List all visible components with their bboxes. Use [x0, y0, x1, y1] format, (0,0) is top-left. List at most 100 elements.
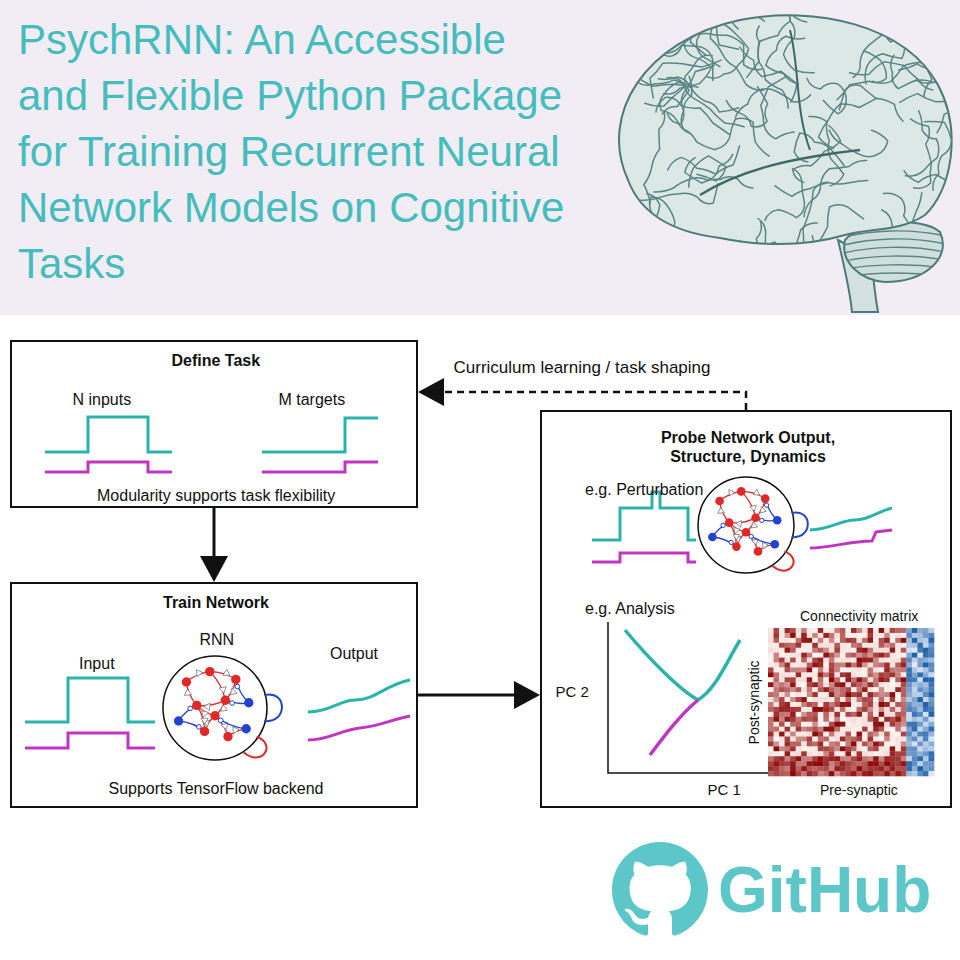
matrix-cell	[823, 643, 829, 648]
matrix-cell	[884, 628, 890, 633]
matrix-cell	[890, 741, 896, 746]
brain-fold	[660, 82, 698, 133]
matrix-cell	[829, 712, 835, 717]
matrix-cell	[834, 628, 840, 633]
input-signal	[25, 678, 155, 722]
matrix-cell	[807, 746, 813, 751]
matrix-cell	[873, 638, 879, 643]
matrix-cell	[812, 667, 818, 672]
example-label: e.g. Analysis	[585, 599, 675, 618]
synapse-end	[750, 505, 757, 511]
matrix-cell	[785, 658, 791, 663]
matrix-cell	[868, 722, 874, 727]
matrix-cell	[906, 682, 912, 687]
matrix-cell	[812, 663, 818, 668]
matrix-cell	[912, 677, 918, 682]
matrix-cell	[857, 638, 863, 643]
matrix-cell	[862, 746, 868, 751]
matrix-cell	[840, 717, 846, 722]
matrix-cell	[768, 663, 774, 668]
matrix-cell	[840, 667, 846, 672]
matrix-cell	[906, 727, 912, 732]
matrix-cell	[873, 771, 879, 776]
matrix-cell	[879, 702, 885, 707]
matrix-cell	[840, 712, 846, 717]
matrix-cell	[796, 692, 802, 697]
matrix-cell	[823, 712, 829, 717]
matrix-cell	[906, 707, 912, 712]
matrix-cell	[906, 771, 912, 776]
matrix-cell	[873, 663, 879, 668]
matrix-cell	[812, 687, 818, 692]
matrix-cell	[912, 663, 918, 668]
matrix-cell	[879, 672, 885, 677]
matrix-cell	[796, 663, 802, 668]
matrix-cell	[801, 628, 807, 633]
matrix-cell	[768, 648, 774, 653]
matrix-cell	[873, 687, 879, 692]
matrix-cell	[774, 682, 780, 687]
matrix-cell	[801, 697, 807, 702]
matrix-cell	[774, 712, 780, 717]
matrix-cell	[912, 638, 918, 643]
matrix-cell	[790, 766, 796, 771]
matrix-cell	[796, 771, 802, 776]
matrix-cell	[823, 737, 829, 742]
matrix-cell	[823, 741, 829, 746]
matrix-cell	[873, 761, 879, 766]
matrix-cell	[857, 766, 863, 771]
matrix-cell	[851, 746, 857, 751]
matrix-cell	[862, 663, 868, 668]
matrix-cell	[774, 633, 780, 638]
neuron	[182, 677, 191, 686]
matrix-cell	[906, 643, 912, 648]
brain-fold	[644, 113, 665, 204]
matrix-cell	[785, 682, 791, 687]
matrix-cell	[829, 751, 835, 756]
matrix-cell	[912, 687, 918, 692]
matrix-cell	[906, 638, 912, 643]
matrix-cell	[774, 727, 780, 732]
matrix-cell	[801, 751, 807, 756]
matrix-cell	[884, 697, 890, 702]
matrix-cell	[807, 633, 813, 638]
cerebellum-fold	[840, 256, 945, 262]
matrix-cell	[845, 717, 851, 722]
matrix-cell	[879, 761, 885, 766]
matrix-cell	[796, 751, 802, 756]
matrix-cell	[906, 756, 912, 761]
synapse-end	[733, 535, 740, 540]
matrix-cell	[879, 751, 885, 756]
matrix-cell	[845, 741, 851, 746]
brain-sulcus	[790, 30, 810, 150]
matrix-cell	[829, 653, 835, 658]
neuron	[761, 494, 770, 503]
brain-fold	[915, 72, 960, 97]
matrix-cell	[768, 633, 774, 638]
matrix-cell	[868, 658, 874, 663]
matrix-cell	[890, 761, 896, 766]
brain-fold	[865, 20, 905, 84]
matrix-cell	[857, 633, 863, 638]
matrix-cell	[790, 741, 796, 746]
synapse	[215, 716, 246, 729]
matrix-cell	[807, 648, 813, 653]
matrix-cell	[801, 638, 807, 643]
matrix-cell	[851, 692, 857, 697]
matrix-cell	[906, 687, 912, 692]
matrix-cell	[823, 722, 829, 727]
matrix-cell	[834, 687, 840, 692]
matrix-cell	[774, 761, 780, 766]
matrix-cell	[895, 746, 901, 751]
matrix-cell	[851, 682, 857, 687]
matrix-cell	[790, 643, 796, 648]
matrix-cell	[812, 746, 818, 751]
matrix-cell	[890, 712, 896, 717]
brain-fold	[740, 47, 797, 102]
matrix-cell	[923, 638, 929, 643]
matrix-cell	[829, 766, 835, 771]
matrix-cell	[868, 672, 874, 677]
matrix-cell	[796, 707, 802, 712]
matrix-cell	[857, 672, 863, 677]
matrix-cell	[862, 741, 868, 746]
